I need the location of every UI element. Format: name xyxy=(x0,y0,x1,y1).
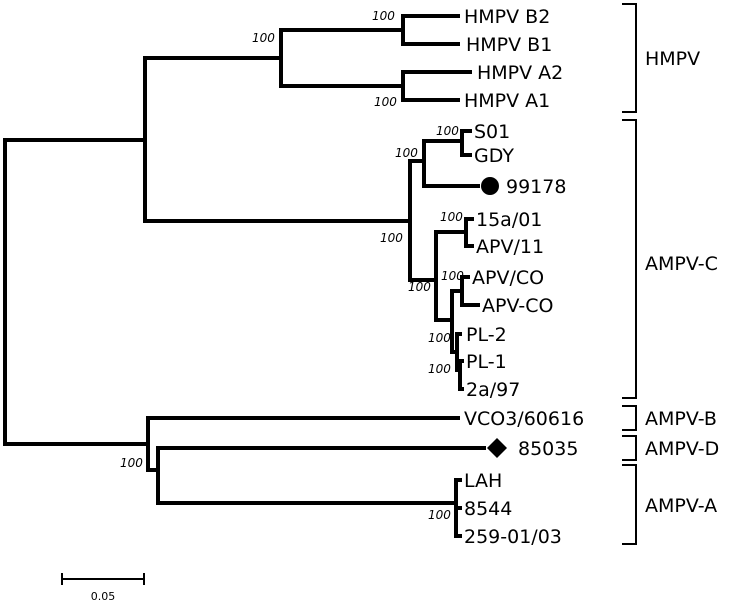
group-bracket xyxy=(622,435,637,461)
leaf-label: PL-2 xyxy=(466,324,507,346)
leaf-label: S01 xyxy=(474,121,510,143)
bootstrap-value: 100 xyxy=(380,231,403,245)
bootstrap-value: 100 xyxy=(372,9,395,23)
leaf-label: 2a/97 xyxy=(466,379,520,401)
group-brackets: HMPV AMPV-C AMPV-B AMPV-D AMPV-A xyxy=(622,3,719,545)
group-label: AMPV-C xyxy=(645,253,718,275)
bootstrap-value: 100 xyxy=(395,146,418,160)
tree-branches xyxy=(3,14,486,538)
group-bracket xyxy=(622,119,637,399)
leaf-label: 15a/01 xyxy=(476,209,542,231)
group-bracket xyxy=(622,3,637,113)
group-label: AMPV-B xyxy=(645,408,717,430)
leaf-label: GDY xyxy=(474,145,514,167)
leaf-label: 259-01/03 xyxy=(464,526,562,548)
bootstrap-value: 100 xyxy=(374,95,397,109)
group-bracket xyxy=(622,405,637,431)
diamond-marker-icon xyxy=(487,438,507,458)
leaf-label: VCO3/60616 xyxy=(464,408,584,430)
scale-bar-label: 0.05 xyxy=(91,590,116,603)
leaf-label: 85035 xyxy=(518,438,578,460)
leaf-label: PL-1 xyxy=(466,351,507,373)
group-label: AMPV-D xyxy=(645,438,719,460)
leaf-label: HMPV A1 xyxy=(464,90,550,112)
leaf-labels: HMPV B2 HMPV B1 HMPV A2 HMPV A1 S01 GDY … xyxy=(464,6,584,548)
leaf-label: APV-CO xyxy=(482,295,553,317)
leaf-label: LAH xyxy=(464,470,502,492)
bootstrap-value: 100 xyxy=(252,31,275,45)
circle-marker-icon xyxy=(481,177,499,195)
leaf-label: 99178 xyxy=(506,176,566,198)
bootstrap-value: 100 xyxy=(441,269,464,283)
bootstrap-value: 100 xyxy=(440,210,463,224)
bootstrap-value: 100 xyxy=(428,362,451,376)
bootstrap-value: 100 xyxy=(408,280,431,294)
bootstrap-value: 100 xyxy=(120,456,143,470)
bootstrap-value: 100 xyxy=(428,331,451,345)
leaf-label: APV/11 xyxy=(476,236,544,258)
group-label: HMPV xyxy=(645,48,700,70)
leaf-label: HMPV A2 xyxy=(477,62,563,84)
bootstrap-value: 100 xyxy=(428,508,451,522)
leaf-label: 8544 xyxy=(464,498,512,520)
bootstrap-values: 100 100 100 100 100 100 100 100 100 100 … xyxy=(120,9,464,522)
group-label: AMPV-A xyxy=(645,495,717,517)
leaf-label: APV/CO xyxy=(472,267,544,289)
bootstrap-value: 100 xyxy=(436,124,459,138)
scale-bar: 0.05 xyxy=(61,573,145,603)
group-bracket xyxy=(622,464,637,545)
leaf-label: HMPV B2 xyxy=(464,6,550,28)
leaf-label: HMPV B1 xyxy=(466,34,552,56)
